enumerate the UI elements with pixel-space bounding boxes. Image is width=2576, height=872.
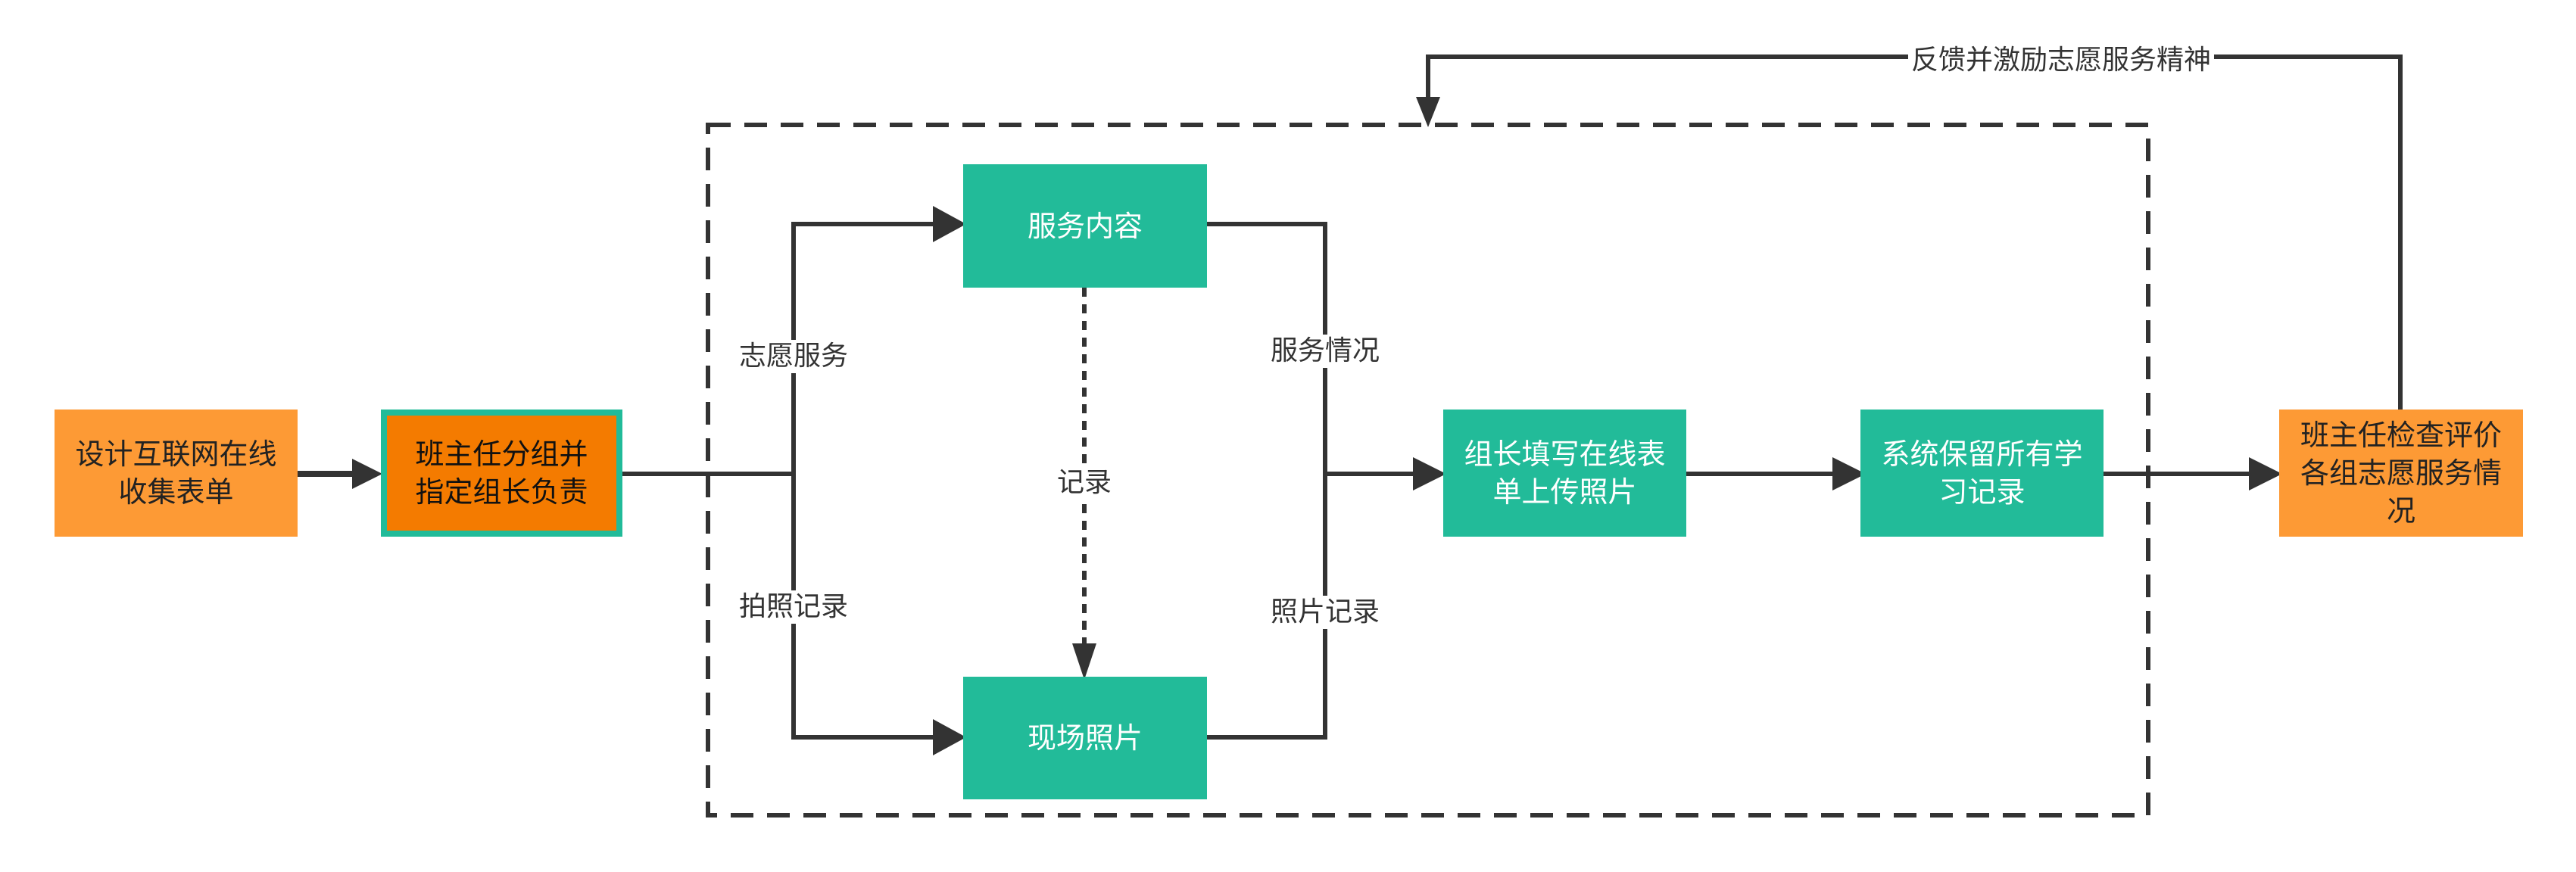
edge-label-feedback: 反馈并激励志愿服务精神 [1907, 44, 2215, 77]
process-group-box [706, 123, 2150, 818]
node-label: 现场照片 [1027, 721, 1143, 755]
arrowhead [1413, 457, 1446, 490]
arrowhead [352, 459, 382, 489]
edge-label-photo-record: 拍照记录 [735, 590, 852, 624]
node-label: 系统保留所有学习记录 [1881, 438, 2083, 509]
edge-photos-to-merge [1207, 474, 1327, 740]
arrowhead [933, 206, 966, 242]
node-leader-upload[interactable]: 组长填写在线表单上传照片 [1443, 410, 1686, 537]
edge-label-service-status: 服务情况 [1267, 335, 1383, 368]
node-design-form[interactable]: 设计互联网在线收集表单 [55, 410, 298, 537]
node-group-assign[interactable]: 班主任分组并指定组长负责 [381, 410, 622, 537]
node-label: 班主任检查评价各组志愿服务情况 [2300, 419, 2502, 528]
node-system-keep[interactable]: 系统保留所有学习记录 [1860, 410, 2104, 537]
edge-label-volunteer-service: 志愿服务 [735, 340, 852, 373]
arrowhead [1072, 643, 1096, 680]
arrowhead [933, 719, 966, 755]
edge-label-record: 记录 [1053, 466, 1115, 500]
node-site-photos[interactable]: 现场照片 [963, 677, 1207, 799]
node-label: 班主任分组并指定组长负责 [415, 438, 588, 509]
arrowhead [2249, 457, 2282, 490]
arrowhead [1832, 457, 1866, 490]
edge-split-to-photos [791, 474, 939, 740]
edge-service-to-merge [1207, 222, 1327, 474]
node-teacher-review[interactable]: 班主任检查评价各组志愿服务情况 [2279, 410, 2523, 537]
node-service-content[interactable]: 服务内容 [963, 164, 1207, 288]
node-label: 服务内容 [1027, 209, 1143, 243]
edge-split-to-service [791, 222, 939, 474]
node-label: 组长填写在线表单上传照片 [1464, 438, 1666, 509]
edge-label-photo-log: 照片记录 [1267, 596, 1383, 629]
node-label: 设计互联网在线收集表单 [75, 438, 277, 509]
edge-feedback-loop [1426, 54, 2403, 410]
arrowhead [1416, 97, 1440, 127]
